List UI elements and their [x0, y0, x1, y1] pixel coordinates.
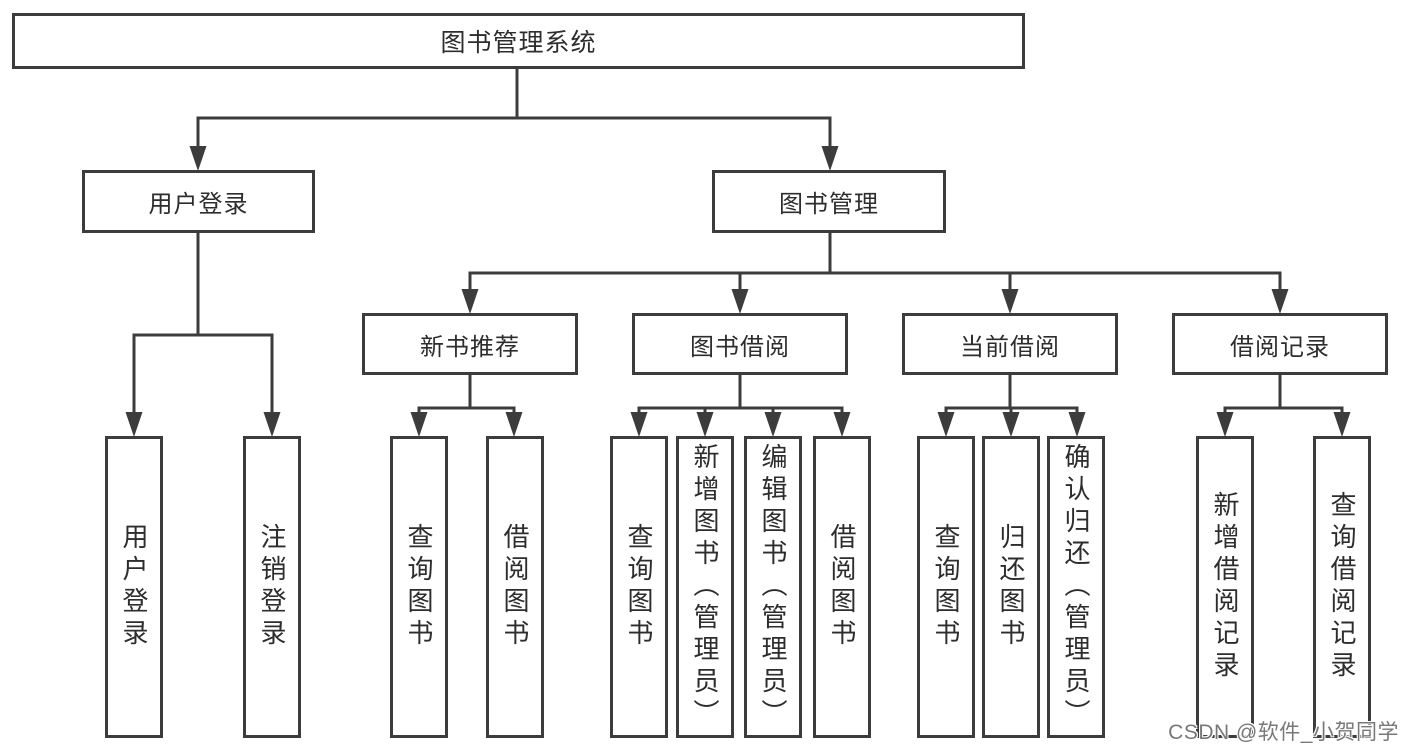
node-label: 图书管理 — [779, 191, 879, 218]
leaf-user-login: 用户登录 — [105, 436, 163, 738]
leaf-label: 查询图书 — [931, 523, 961, 651]
node-user-login: 用户登录 — [82, 170, 315, 233]
leaf-label: 归还图书 — [996, 523, 1026, 651]
leaf-borrow-books-recommend: 借阅图书 — [486, 436, 544, 738]
leaf-label: 编辑图书（管理员） — [758, 443, 788, 731]
leaf-logout: 注销登录 — [243, 436, 301, 738]
node-label: 用户登录 — [148, 191, 249, 218]
csdn-watermark: CSDN @软件_小贺同学 — [1168, 721, 1399, 744]
node-library-management-system: 图书管理系统 — [12, 13, 1025, 69]
leaf-add-books-admin: 新增图书（管理员） — [676, 436, 734, 738]
node-book-management: 图书管理 — [712, 170, 946, 233]
leaf-label: 借阅图书 — [500, 523, 530, 651]
node-book-borrowing: 图书借阅 — [632, 313, 848, 375]
leaf-label: 新增图书（管理员） — [690, 443, 720, 731]
leaf-confirm-return-admin: 确认归还（管理员） — [1047, 436, 1105, 738]
leaf-label: 查询图书 — [624, 523, 654, 651]
node-label: 当前借阅 — [960, 333, 1060, 361]
node-borrowing-records: 借阅记录 — [1172, 313, 1388, 375]
leaf-label: 确认归还（管理员） — [1061, 443, 1091, 731]
leaf-label: 用户登录 — [119, 523, 149, 651]
node-new-book-recommendation: 新书推荐 — [362, 313, 578, 375]
leaf-query-books-borrow: 查询图书 — [610, 436, 668, 738]
leaf-label: 注销登录 — [257, 523, 287, 651]
leaf-label: 借阅图书 — [827, 523, 857, 651]
leaf-label: 查询图书 — [404, 523, 434, 651]
node-current-borrowing: 当前借阅 — [902, 313, 1118, 375]
leaf-query-books-recommend: 查询图书 — [390, 436, 448, 738]
leaf-query-borrow-record: 查询借阅记录 — [1313, 436, 1371, 738]
leaf-query-books-current: 查询图书 — [917, 436, 975, 738]
leaf-edit-books-admin: 编辑图书（管理员） — [744, 436, 802, 738]
leaf-label: 查询借阅记录 — [1327, 491, 1357, 683]
leaf-label: 新增借阅记录 — [1210, 491, 1240, 683]
arrow-down-icons — [125, 146, 1351, 437]
leaf-add-borrow-record: 新增借阅记录 — [1196, 436, 1254, 738]
node-label: 图书借阅 — [690, 333, 790, 361]
leaf-borrow-books: 借阅图书 — [813, 436, 871, 738]
leaf-return-books: 归还图书 — [982, 436, 1040, 738]
node-label: 图书管理系统 — [440, 29, 597, 57]
node-label: 新书推荐 — [420, 333, 520, 361]
node-label: 借阅记录 — [1230, 333, 1330, 361]
